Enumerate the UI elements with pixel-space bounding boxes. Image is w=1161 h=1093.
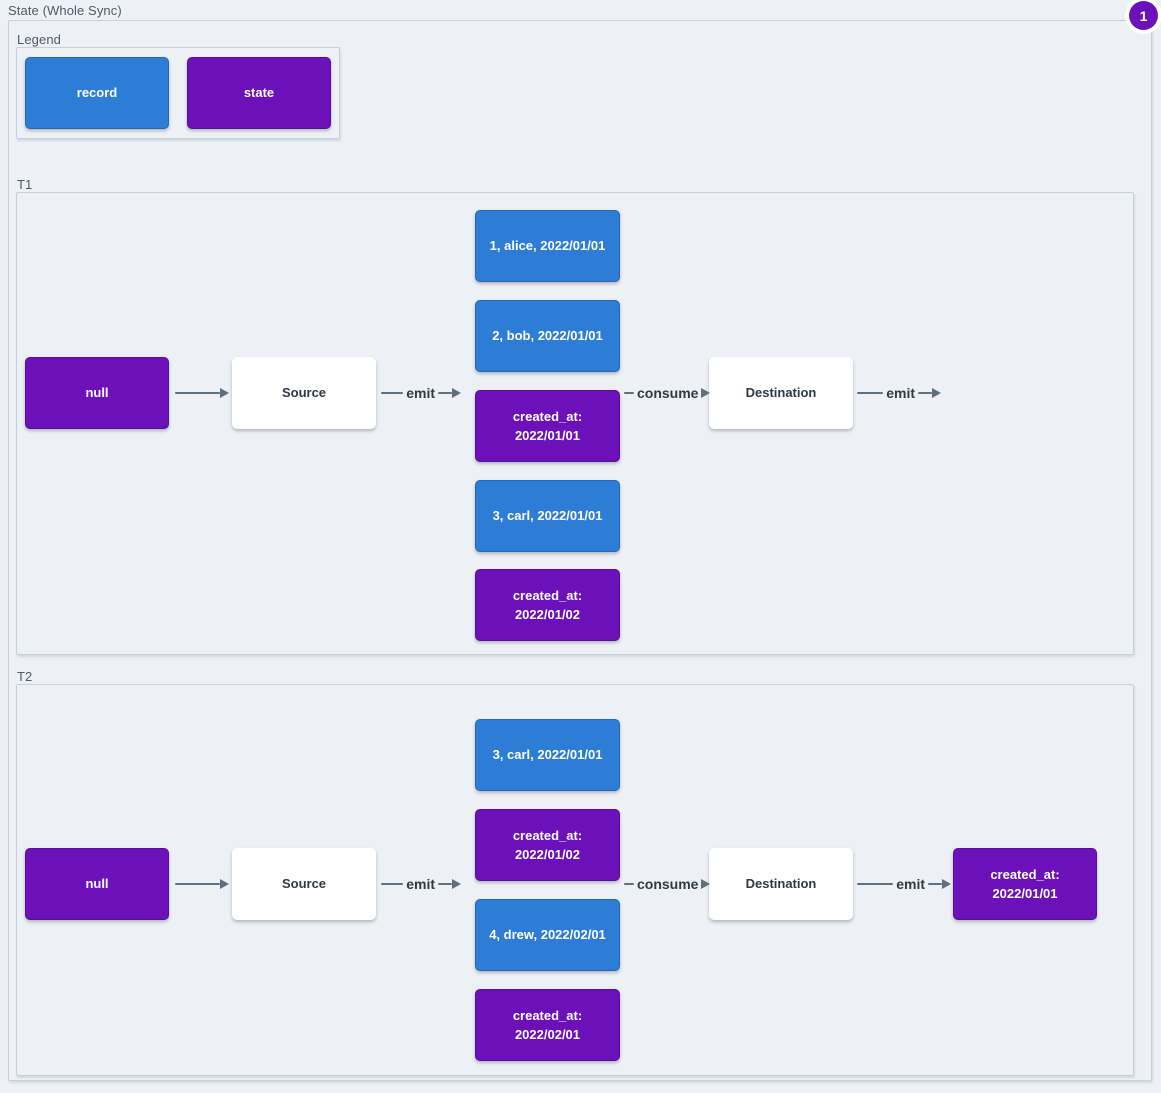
section-t1-label: T1 [17,177,33,192]
t2-record-drew: 4, drew, 2022/02/01 [475,899,620,971]
arrow-line [857,882,894,886]
legend-box [16,47,340,139]
t1-arrow-consume: consume [624,383,711,403]
t2-state-created-0201: created_at: 2022/02/01 [475,989,620,1061]
edge-label-emit: emit [406,385,435,401]
section-t1-box [16,192,1134,655]
t1-arrow-emit-in: emit [381,383,461,403]
edge-label-emit: emit [406,876,435,892]
edge-label-consume: consume [637,876,699,892]
arrow-line [175,882,220,886]
t1-arrow-null-to-source [175,383,229,403]
arrow-line [438,882,452,886]
t1-destination-node: Destination [709,357,853,429]
t1-null-node: null [25,357,169,429]
edge-label-emit: emit [896,876,925,892]
arrow-head-icon [932,388,941,398]
whole-sync-group-label: State (Whole Sync) [8,3,122,18]
arrow-head-icon [220,388,229,398]
arrow-head-icon [220,879,229,889]
t1-record-bob: 2, bob, 2022/01/01 [475,300,620,372]
legend-label: Legend [17,32,61,47]
edge-label-consume: consume [637,385,699,401]
t1-record-carl: 3, carl, 2022/01/01 [475,480,620,552]
edge-label-emit: emit [886,385,915,401]
arrow-head-icon [452,879,461,889]
t2-output-state-node: created_at: 2022/01/01 [953,848,1097,920]
arrow-line [857,391,884,395]
arrow-line [624,391,634,395]
section-t2-box [16,684,1134,1076]
t2-arrow-emit-out: emit [857,874,951,894]
arrow-line [624,882,634,886]
t2-state-created-0102: created_at: 2022/01/02 [475,809,620,881]
t2-record-carl: 3, carl, 2022/01/01 [475,719,620,791]
arrow-line [381,882,404,886]
arrow-head-icon [701,388,711,398]
arrow-head-icon [942,879,951,889]
t2-arrow-null-to-source [175,874,229,894]
legend-item-state: state [187,57,331,129]
step-number-badge[interactable]: 1 [1129,1,1158,30]
t2-arrow-consume: consume [624,874,711,894]
arrow-head-icon [701,879,711,889]
arrow-line [175,391,220,395]
arrow-line [381,391,404,395]
legend-item-record: record [25,57,169,129]
t1-arrow-emit-out: emit [857,383,941,403]
t1-state-created-0102: created_at: 2022/01/02 [475,569,620,641]
t2-source-node: Source [232,848,376,920]
arrow-head-icon [452,388,461,398]
t2-arrow-emit-in: emit [381,874,461,894]
t1-record-alice: 1, alice, 2022/01/01 [475,210,620,282]
arrow-line [928,882,942,886]
section-t2-label: T2 [17,669,33,684]
arrow-line [918,391,932,395]
whole-sync-group-box [8,20,1152,1081]
arrow-line [438,391,452,395]
t1-source-node: Source [232,357,376,429]
t2-destination-node: Destination [709,848,853,920]
t2-null-node: null [25,848,169,920]
t1-state-created-0101: created_at: 2022/01/01 [475,390,620,462]
